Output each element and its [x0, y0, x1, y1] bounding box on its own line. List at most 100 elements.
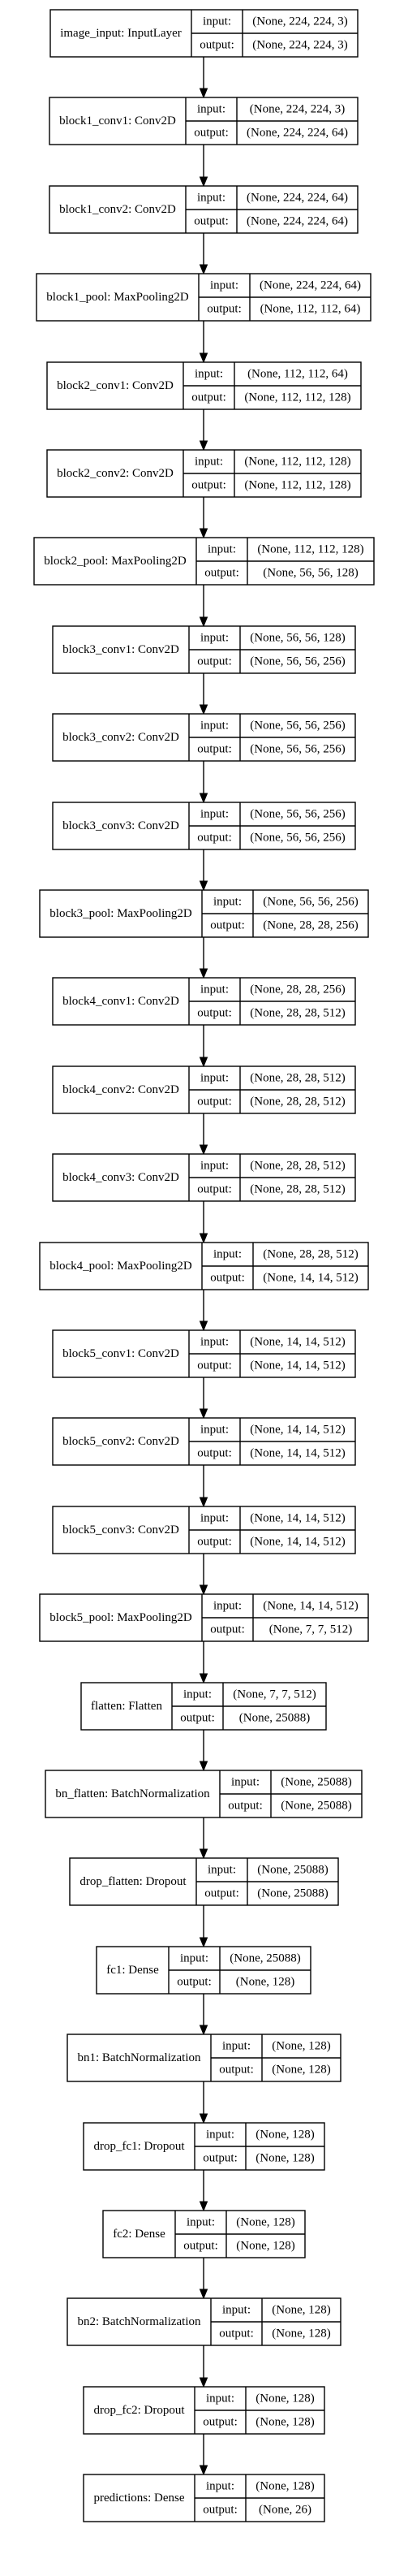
output-label: output: — [207, 303, 242, 316]
output-label: output: — [197, 1096, 232, 1109]
layer-node: block5_conv3: Conv2Dinput:output:(None, … — [52, 1506, 356, 1554]
layer-node: block3_conv1: Conv2Dinput:output:(None, … — [52, 625, 356, 674]
edge-arrow — [199, 57, 208, 99]
output-label: output: — [203, 2416, 238, 2429]
output-label: output: — [197, 743, 232, 756]
output-shape: (None, 14, 14, 512) — [250, 1536, 345, 1549]
output-label: output: — [197, 1536, 232, 1549]
input-shape: (None, 14, 14, 512) — [263, 1600, 358, 1613]
layer-name: bn2: BatchNormalization — [77, 2315, 201, 2328]
output-label: output: — [204, 1887, 239, 1900]
layer-node: bn1: BatchNormalizationinput:output:(Non… — [67, 2034, 341, 2082]
output-shape: (None, 28, 28, 256) — [263, 919, 358, 932]
layer-node: block4_conv1: Conv2Dinput:output:(None, … — [52, 977, 356, 1026]
input-shape: (None, 128) — [272, 2040, 330, 2053]
input-shape: (None, 128) — [256, 2392, 314, 2405]
output-label: output: — [203, 2152, 238, 2165]
output-shape: (None, 56, 56, 128) — [263, 567, 358, 580]
output-label: output: — [191, 391, 226, 404]
layer-name: block5_conv2: Conv2D — [62, 1435, 179, 1448]
output-shape: (None, 14, 14, 512) — [250, 1359, 345, 1372]
layer-node: block2_conv1: Conv2Dinput:output:(None, … — [46, 361, 362, 410]
layer-node: block2_conv2: Conv2Dinput:output:(None, … — [46, 449, 362, 498]
output-label: output: — [219, 2064, 254, 2077]
input-shape: (None, 56, 56, 128) — [250, 632, 345, 645]
edge-arrow — [199, 849, 208, 892]
output-label: output: — [200, 39, 234, 52]
output-shape: (None, 25088) — [239, 1712, 310, 1725]
input-label: input: — [187, 2216, 215, 2229]
output-shape: (None, 128) — [256, 2152, 314, 2165]
layer-name: block2_pool: MaxPooling2D — [44, 555, 187, 568]
layer-node: block3_pool: MaxPooling2Dinput:output:(N… — [39, 889, 369, 938]
layer-name: block5_pool: MaxPooling2D — [49, 1611, 192, 1624]
output-label: output: — [180, 1712, 215, 1725]
layer-name: block4_pool: MaxPooling2D — [49, 1260, 192, 1273]
input-shape: (None, 128) — [236, 2216, 294, 2229]
output-label: output: — [210, 919, 245, 932]
output-label: output: — [197, 1007, 232, 1020]
edge-arrow — [199, 2345, 208, 2388]
layer-name: bn1: BatchNormalization — [77, 2051, 201, 2064]
layer-node: block1_conv2: Conv2Dinput:output:(None, … — [49, 185, 359, 234]
input-label: input: — [213, 896, 242, 909]
edge-arrow — [199, 1201, 208, 1244]
output-label: output: — [203, 2504, 238, 2517]
input-shape: (None, 28, 28, 512) — [250, 1160, 345, 1173]
input-label: input: — [210, 279, 238, 292]
input-label: input: — [203, 15, 231, 28]
input-label: input: — [206, 2480, 234, 2493]
layer-name: block3_conv3: Conv2D — [62, 819, 179, 832]
output-shape: (None, 128) — [272, 2064, 330, 2077]
output-shape: (None, 28, 28, 512) — [250, 1183, 345, 1196]
output-label: output: — [183, 2240, 218, 2253]
input-shape: (None, 224, 224, 64) — [247, 192, 348, 205]
output-label: output: — [228, 1800, 263, 1813]
edge-arrow — [199, 497, 208, 539]
layer-name: predictions: Dense — [93, 2492, 184, 2505]
output-shape: (None, 112, 112, 128) — [244, 479, 350, 492]
output-shape: (None, 128) — [236, 2240, 294, 2253]
output-shape: (None, 128) — [256, 2416, 314, 2429]
input-label: input: — [222, 2304, 251, 2317]
input-shape: (None, 28, 28, 256) — [250, 983, 345, 996]
input-label: input: — [213, 1248, 242, 1261]
input-shape: (None, 56, 56, 256) — [263, 896, 358, 909]
edge-arrow — [199, 1290, 208, 1332]
layer-name: drop_fc2: Dropout — [93, 2404, 185, 2417]
output-label: output: — [197, 1183, 232, 1196]
layer-name: block2_conv2: Conv2D — [57, 467, 174, 480]
input-shape: (None, 28, 28, 512) — [250, 1072, 345, 1085]
layer-node: bn2: BatchNormalizationinput:output:(Non… — [67, 2297, 341, 2346]
layer-name: drop_flatten: Dropout — [79, 1875, 187, 1888]
input-label: input: — [208, 1864, 236, 1877]
layer-node: image_input: InputLayerinput:output:(Non… — [49, 9, 359, 58]
output-shape: (None, 7, 7, 512) — [269, 1623, 352, 1636]
output-shape: (None, 14, 14, 512) — [250, 1447, 345, 1460]
input-label: input: — [213, 1600, 242, 1613]
edge-arrow — [199, 673, 208, 715]
input-shape: (None, 28, 28, 512) — [263, 1248, 358, 1261]
layer-node: block3_conv3: Conv2Dinput:output:(None, … — [52, 802, 356, 850]
edge-arrow — [199, 1994, 208, 2036]
edge-arrow — [199, 233, 208, 275]
layer-name: flatten: Flatten — [91, 1700, 162, 1713]
output-shape: (None, 25088) — [257, 1887, 328, 1900]
output-label: output: — [197, 1359, 232, 1372]
input-label: input: — [195, 456, 223, 469]
edge-arrow — [199, 2081, 208, 2124]
input-shape: (None, 14, 14, 512) — [250, 1336, 345, 1349]
layer-node: predictions: Dense input: output: (None, 12… — [83, 2474, 325, 2522]
layer-name: block5_conv1: Conv2D — [62, 1347, 179, 1360]
input-shape: (None, 128) — [256, 2480, 314, 2493]
input-label: input: — [200, 983, 229, 996]
edge-arrow — [199, 2170, 208, 2212]
input-label: input: — [180, 1952, 208, 1965]
layer-name: image_input: InputLayer — [60, 27, 182, 40]
input-label: input: — [195, 368, 223, 381]
